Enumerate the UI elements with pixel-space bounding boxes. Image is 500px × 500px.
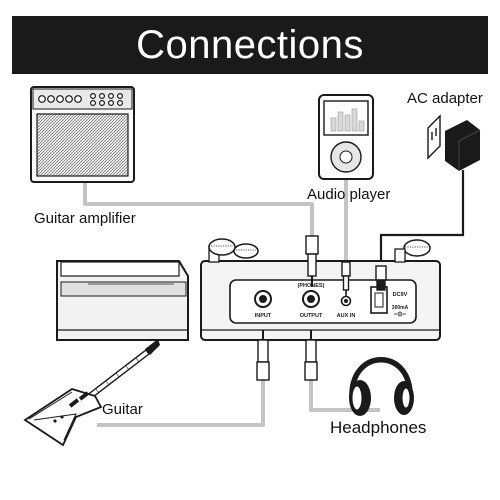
guitar — [23, 339, 160, 447]
input-label: INPUT — [255, 313, 272, 319]
headphones — [349, 357, 414, 416]
amp-cable — [83, 182, 314, 240]
guitar-amplifier-label: Guitar amplifier — [34, 210, 136, 227]
ac-adapter — [427, 114, 481, 171]
jack-panel — [229, 279, 417, 324]
wall-outlet — [427, 114, 441, 160]
ac-adapter-label: AC adapter — [407, 90, 483, 107]
output-top-plug — [305, 235, 319, 287]
dc-plug — [375, 265, 387, 291]
headphones-label: Headphones — [330, 418, 427, 437]
aux-in-label: AUX IN — [337, 313, 356, 319]
input-bottom-plug — [256, 330, 270, 381]
knob-right — [394, 239, 431, 263]
guitar-amplifier — [30, 86, 135, 183]
knob-left — [208, 238, 236, 263]
effects-pedal: INPUT (PHONES) OUTPUT AUX IN DC9V 300mA — [56, 238, 441, 341]
ac-adapter-cable — [379, 170, 465, 268]
amp-speaker-grill — [36, 113, 129, 177]
dc-current-label: 300mA — [392, 305, 409, 311]
knob-center — [233, 243, 259, 259]
output-bottom-plug — [304, 330, 318, 381]
audio-player-label: Audio player — [307, 186, 391, 203]
output-label: OUTPUT — [300, 313, 323, 319]
aux-plug — [341, 261, 351, 296]
dc-voltage-label: DC9V — [393, 292, 408, 298]
plugs — [256, 235, 387, 381]
diagram-title: Connections — [136, 23, 364, 67]
guitar-label: Guitar — [102, 401, 143, 418]
guitar-cable — [97, 380, 265, 427]
title-banner — [12, 16, 488, 74]
audio-player — [318, 94, 374, 180]
